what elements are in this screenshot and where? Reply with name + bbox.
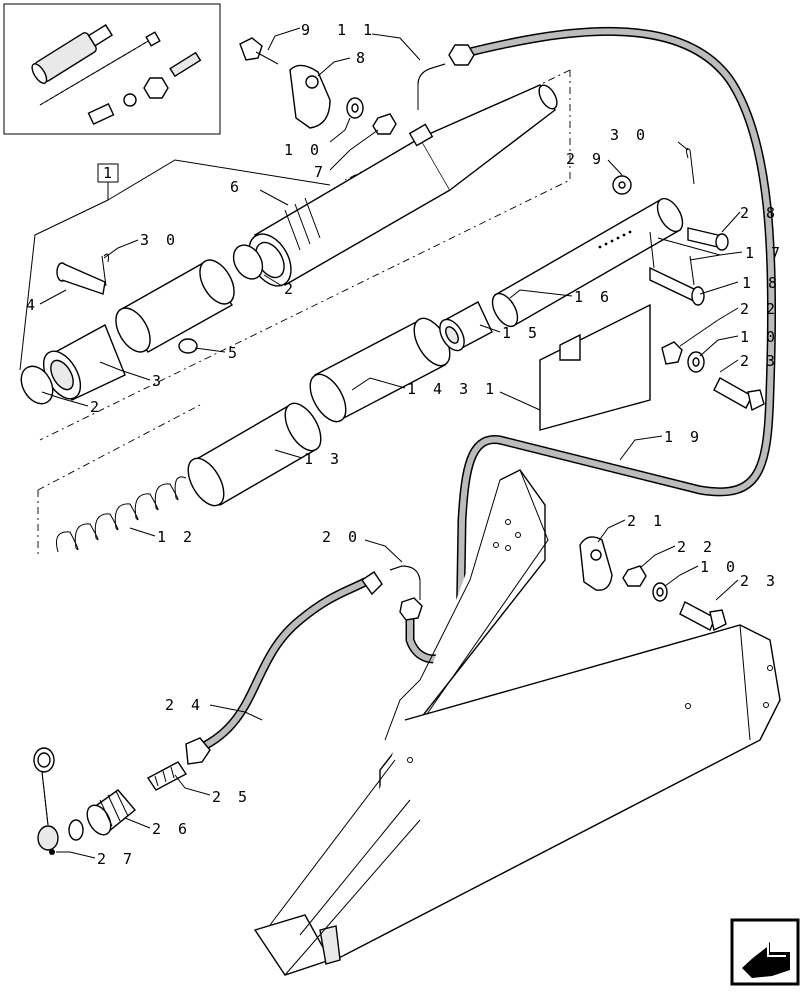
callout-23a: 2 3 bbox=[740, 352, 779, 370]
loader-frame-arm bbox=[253, 469, 781, 976]
callout-9: 9 bbox=[301, 21, 314, 39]
hydraulic-cylinder bbox=[248, 84, 558, 287]
callout-29: 2 9 bbox=[566, 150, 605, 168]
callout-12: 1 2 bbox=[157, 528, 196, 546]
callout-22a: 2 2 bbox=[740, 300, 779, 318]
callout-6: 6 bbox=[230, 178, 243, 196]
callout-24: 2 4 bbox=[165, 696, 204, 714]
callout-27: 2 7 bbox=[97, 850, 136, 868]
callout-15: 1 5 bbox=[502, 324, 541, 342]
callout-30b: 3 0 bbox=[610, 126, 649, 144]
coil-spring bbox=[56, 476, 187, 553]
callout-labels: 9 1 1 8 1 0 7 6 3 0 2 9 2 8 1 7 1 8 3 0 … bbox=[26, 21, 784, 868]
kit-label: 1 bbox=[103, 164, 116, 182]
callout-4: 4 bbox=[26, 296, 39, 314]
callout-3: 3 bbox=[152, 372, 165, 390]
callout-19: 1 9 bbox=[664, 428, 703, 446]
callout-20: 2 0 bbox=[322, 528, 361, 546]
callout-30a: 3 0 bbox=[140, 231, 179, 249]
callout-16: 1 6 bbox=[574, 288, 613, 306]
callout-2a: 2 bbox=[284, 280, 297, 298]
callout-11: 1 1 bbox=[337, 21, 376, 39]
callout-28: 2 8 bbox=[740, 204, 779, 222]
leader-lines bbox=[39, 27, 743, 859]
callout-18: 1 8 bbox=[742, 274, 781, 292]
callout-2b: 2 bbox=[90, 398, 103, 416]
callout-13: 1 3 bbox=[304, 450, 343, 468]
callout-10a: 1 0 bbox=[284, 141, 323, 159]
callout-8: 8 bbox=[356, 49, 369, 67]
callout-5: 5 bbox=[228, 344, 241, 362]
callout-17: 1 7 bbox=[745, 244, 784, 262]
callout-22b: 2 2 bbox=[677, 538, 716, 556]
callout-10c: 1 0 bbox=[700, 558, 739, 576]
kit-inset-box bbox=[3, 3, 221, 135]
callout-26: 2 6 bbox=[152, 820, 191, 838]
callout-7: 7 bbox=[314, 163, 327, 181]
callout-23b: 2 3 bbox=[740, 572, 779, 590]
arrow-left-icon[interactable] bbox=[730, 918, 800, 986]
callout-21: 2 1 bbox=[627, 512, 666, 530]
callout-10b: 1 0 bbox=[740, 328, 779, 346]
callout-1431: 1 4 3 1 bbox=[407, 380, 498, 398]
callout-25: 2 5 bbox=[212, 788, 251, 806]
